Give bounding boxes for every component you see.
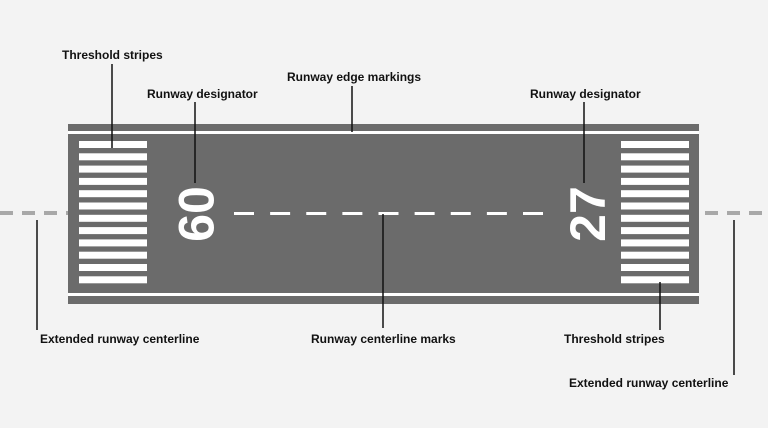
threshold-stripe <box>79 276 147 284</box>
threshold-stripe <box>79 251 147 259</box>
extended-centerline-dash <box>0 211 13 215</box>
centerline-dash <box>342 212 363 215</box>
threshold-stripe <box>79 177 147 185</box>
threshold-stripe <box>621 251 689 259</box>
label-centerline-marks: Runway centerline marks <box>311 332 456 346</box>
threshold-stripe <box>79 141 147 148</box>
threshold-stripe <box>621 227 689 235</box>
extended-centerline-dash <box>705 211 718 215</box>
extended-centerline-dash <box>22 211 35 215</box>
threshold-stripe <box>621 264 689 271</box>
threshold-stripe <box>79 264 147 271</box>
threshold-stripe <box>621 202 689 210</box>
threshold-stripe <box>621 239 689 247</box>
label-designator-right: Runway designator <box>530 87 641 101</box>
label-extended-centerline-right: Extended runway centerline <box>569 376 729 390</box>
threshold-stripe <box>621 141 689 148</box>
extended-centerline-dash <box>727 211 740 215</box>
label-extended-centerline-left: Extended runway centerline <box>40 332 200 346</box>
runway-designator-left: 09 <box>168 186 224 242</box>
threshold-stripe <box>79 153 147 161</box>
extended-centerline-left <box>0 211 79 215</box>
threshold-stripe <box>621 214 689 222</box>
threshold-stripes-left <box>79 141 147 284</box>
threshold-stripe <box>621 190 689 198</box>
threshold-stripe <box>621 177 689 185</box>
threshold-stripe <box>79 165 147 173</box>
threshold-stripe <box>621 153 689 161</box>
threshold-stripes-right <box>621 141 689 284</box>
centerline-dash <box>450 212 471 215</box>
label-threshold-stripes-right: Threshold stripes <box>564 332 665 346</box>
label-threshold-stripes-left: Threshold stripes <box>62 48 163 62</box>
centerline-dash <box>270 212 291 215</box>
threshold-stripe <box>79 227 147 235</box>
threshold-stripe <box>79 190 147 198</box>
runway-centerline-marks <box>234 212 543 215</box>
threshold-stripe <box>621 165 689 173</box>
centerline-dash <box>306 212 327 215</box>
leader-lines <box>36 64 735 375</box>
centerline-dash <box>234 212 254 215</box>
threshold-stripe <box>79 214 147 222</box>
extended-centerline-dash <box>44 211 57 215</box>
threshold-stripe <box>621 276 689 284</box>
runway-designator-right: 27 <box>560 186 616 242</box>
centerline-dash <box>486 212 507 215</box>
runway-edge-marking-top <box>68 131 699 134</box>
extended-centerline-dash <box>749 211 762 215</box>
centerline-dash <box>414 212 435 215</box>
extended-centerline-right <box>705 211 762 215</box>
centerline-dash <box>378 212 399 215</box>
centerline-dash <box>523 212 543 215</box>
label-designator-left: Runway designator <box>147 87 258 101</box>
threshold-stripe <box>79 239 147 247</box>
label-edge-markings: Runway edge markings <box>287 70 422 84</box>
threshold-stripe <box>79 202 147 210</box>
